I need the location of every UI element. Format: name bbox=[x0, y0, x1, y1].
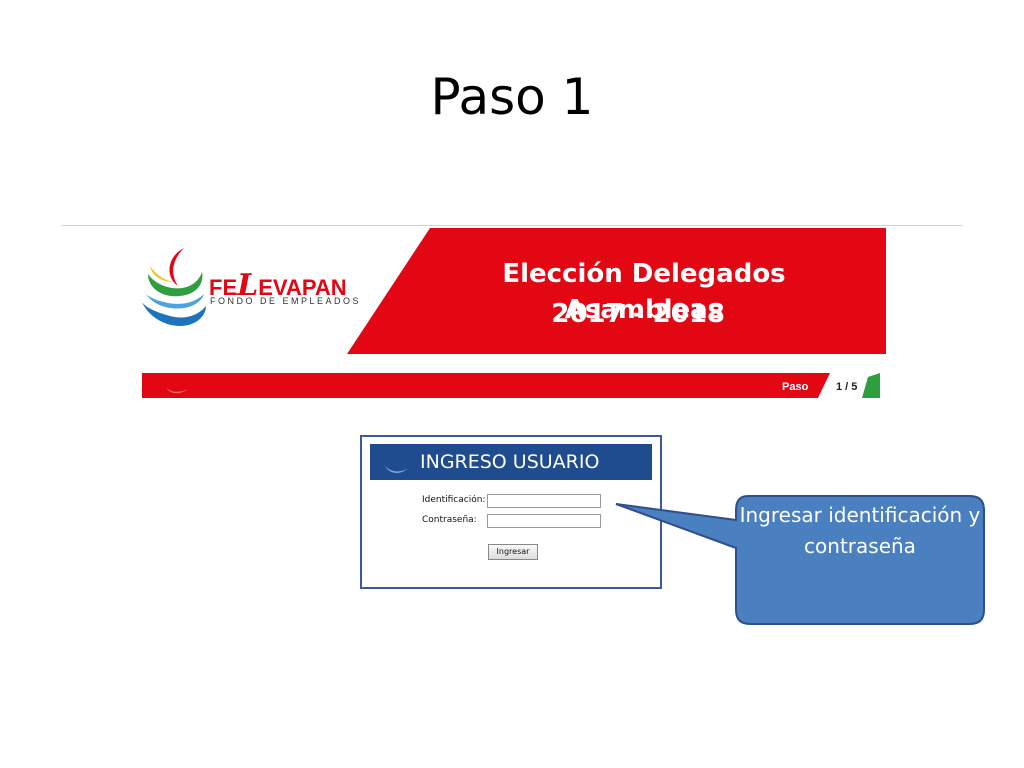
divider bbox=[62, 225, 962, 226]
felevapan-logo-icon bbox=[142, 248, 206, 326]
slide-title: Paso 1 bbox=[430, 68, 594, 126]
step-counter: 1 / 5 bbox=[836, 381, 858, 393]
logo-wordmark: FELEVAPAN bbox=[209, 268, 347, 303]
login-panel: INGRESO USUARIO Identificación: Contrase… bbox=[360, 435, 662, 589]
banner-red-panel bbox=[347, 228, 886, 354]
logo-wordmark-fe: FE bbox=[209, 275, 238, 300]
callout-bubble bbox=[615, 495, 985, 625]
banner bbox=[142, 228, 886, 354]
password-input[interactable] bbox=[487, 514, 601, 528]
logo-wordmark-l: L bbox=[237, 268, 259, 303]
login-submit-button[interactable]: Ingresar bbox=[488, 544, 538, 560]
callout-text: Ingresar identificación y contraseña bbox=[739, 503, 981, 558]
login-header: INGRESO USUARIO bbox=[370, 444, 652, 480]
login-logo-icon bbox=[384, 448, 408, 473]
banner-years: 2017 - 2018 bbox=[551, 299, 725, 329]
step-label: Paso bbox=[782, 381, 809, 393]
logo-wordmark-evapan: EVAPAN bbox=[258, 275, 347, 300]
logo-subtitle: FONDO DE EMPLEADOS bbox=[210, 296, 362, 306]
step-bar bbox=[142, 373, 880, 398]
identification-input[interactable] bbox=[487, 494, 601, 508]
login-header-title: INGRESO USUARIO bbox=[420, 451, 600, 473]
identification-label: Identificación: bbox=[422, 495, 486, 505]
step-bar-green-corner bbox=[862, 373, 880, 398]
password-label: Contraseña: bbox=[422, 515, 477, 525]
banner-title: Elección Delegados Asambleas bbox=[502, 259, 786, 325]
